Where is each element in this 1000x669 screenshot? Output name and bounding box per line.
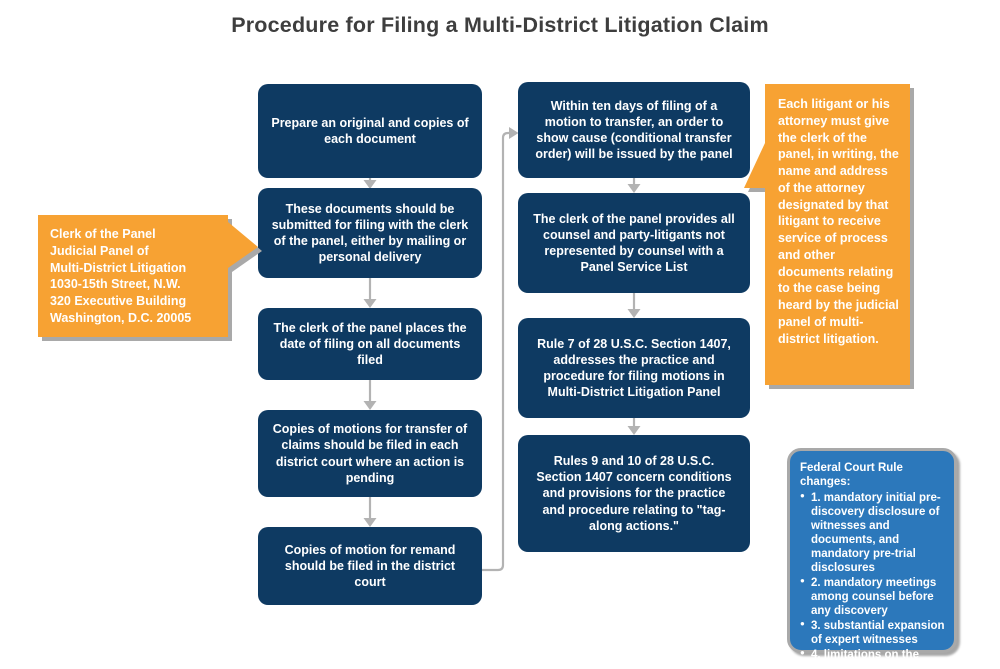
rules-box-item: 1. mandatory initial pre-discovery discl… [800, 491, 948, 575]
page-title: Procedure for Filing a Multi-District Li… [231, 13, 769, 37]
flow-step-label: Copies of motion for remand should be fi… [284, 542, 456, 590]
flow-step-copies-motions-transfer: Copies of motions for transfer of claims… [258, 410, 482, 497]
flow-step-clerk-dates-documents: The clerk of the panel places the date o… [258, 308, 482, 380]
flow-step-prepare-documents: Prepare an original and copies of each d… [258, 84, 482, 178]
federal-court-rule-changes-box: Federal Court Rule changes: 1. mandatory… [787, 448, 957, 669]
flow-step-label: These documents should be submitted for … [271, 201, 469, 265]
flow-step-rules-9-10: Rules 9 and 10 of 28 U.S.C. Section 1407… [518, 435, 750, 552]
flow-step-label: Within ten days of filing of a motion to… [535, 98, 733, 162]
flow-step-conditional-transfer-order: Within ten days of filing of a motion to… [518, 82, 750, 178]
rules-box-item: 4. limitations on the numbers of interro… [800, 648, 948, 669]
flow-step-label: The clerk of the panel provides all coun… [533, 211, 735, 275]
callout-clerk-address: Clerk of the Panel Judicial Panel of Mul… [38, 215, 258, 337]
callout-litigant-attorney-note: Each litigant or his attorney must give … [744, 84, 910, 385]
rules-box-heading: Federal Court Rule changes: [800, 462, 903, 489]
flow-step-label: Copies of motions for transfer of claims… [272, 422, 468, 485]
connector-line-remand-to-transfer [482, 131, 509, 572]
flow-step-label: Prepare an original and copies of each d… [271, 115, 469, 146]
flow-step-label: Rules 9 and 10 of 28 U.S.C. Section 1407… [536, 453, 732, 533]
rules-box-item: 2. mandatory meetings among counsel befo… [800, 576, 948, 618]
rules-box-item: 3. substantial expansion of expert witne… [800, 619, 948, 647]
flow-step-label: Rule 7 of 28 U.S.C. Section 1407, addres… [537, 336, 731, 400]
flow-step-label: The clerk of the panel places the date o… [273, 320, 467, 368]
flow-step-rule-7: Rule 7 of 28 U.S.C. Section 1407, addres… [518, 318, 750, 418]
rules-box-list: 1. mandatory initial pre-discovery discl… [800, 491, 948, 669]
flow-step-copies-motion-remand: Copies of motion for remand should be fi… [258, 527, 482, 605]
flow-step-panel-service-list: The clerk of the panel provides all coun… [518, 193, 750, 293]
flow-step-submit-for-filing: These documents should be submitted for … [258, 188, 482, 278]
